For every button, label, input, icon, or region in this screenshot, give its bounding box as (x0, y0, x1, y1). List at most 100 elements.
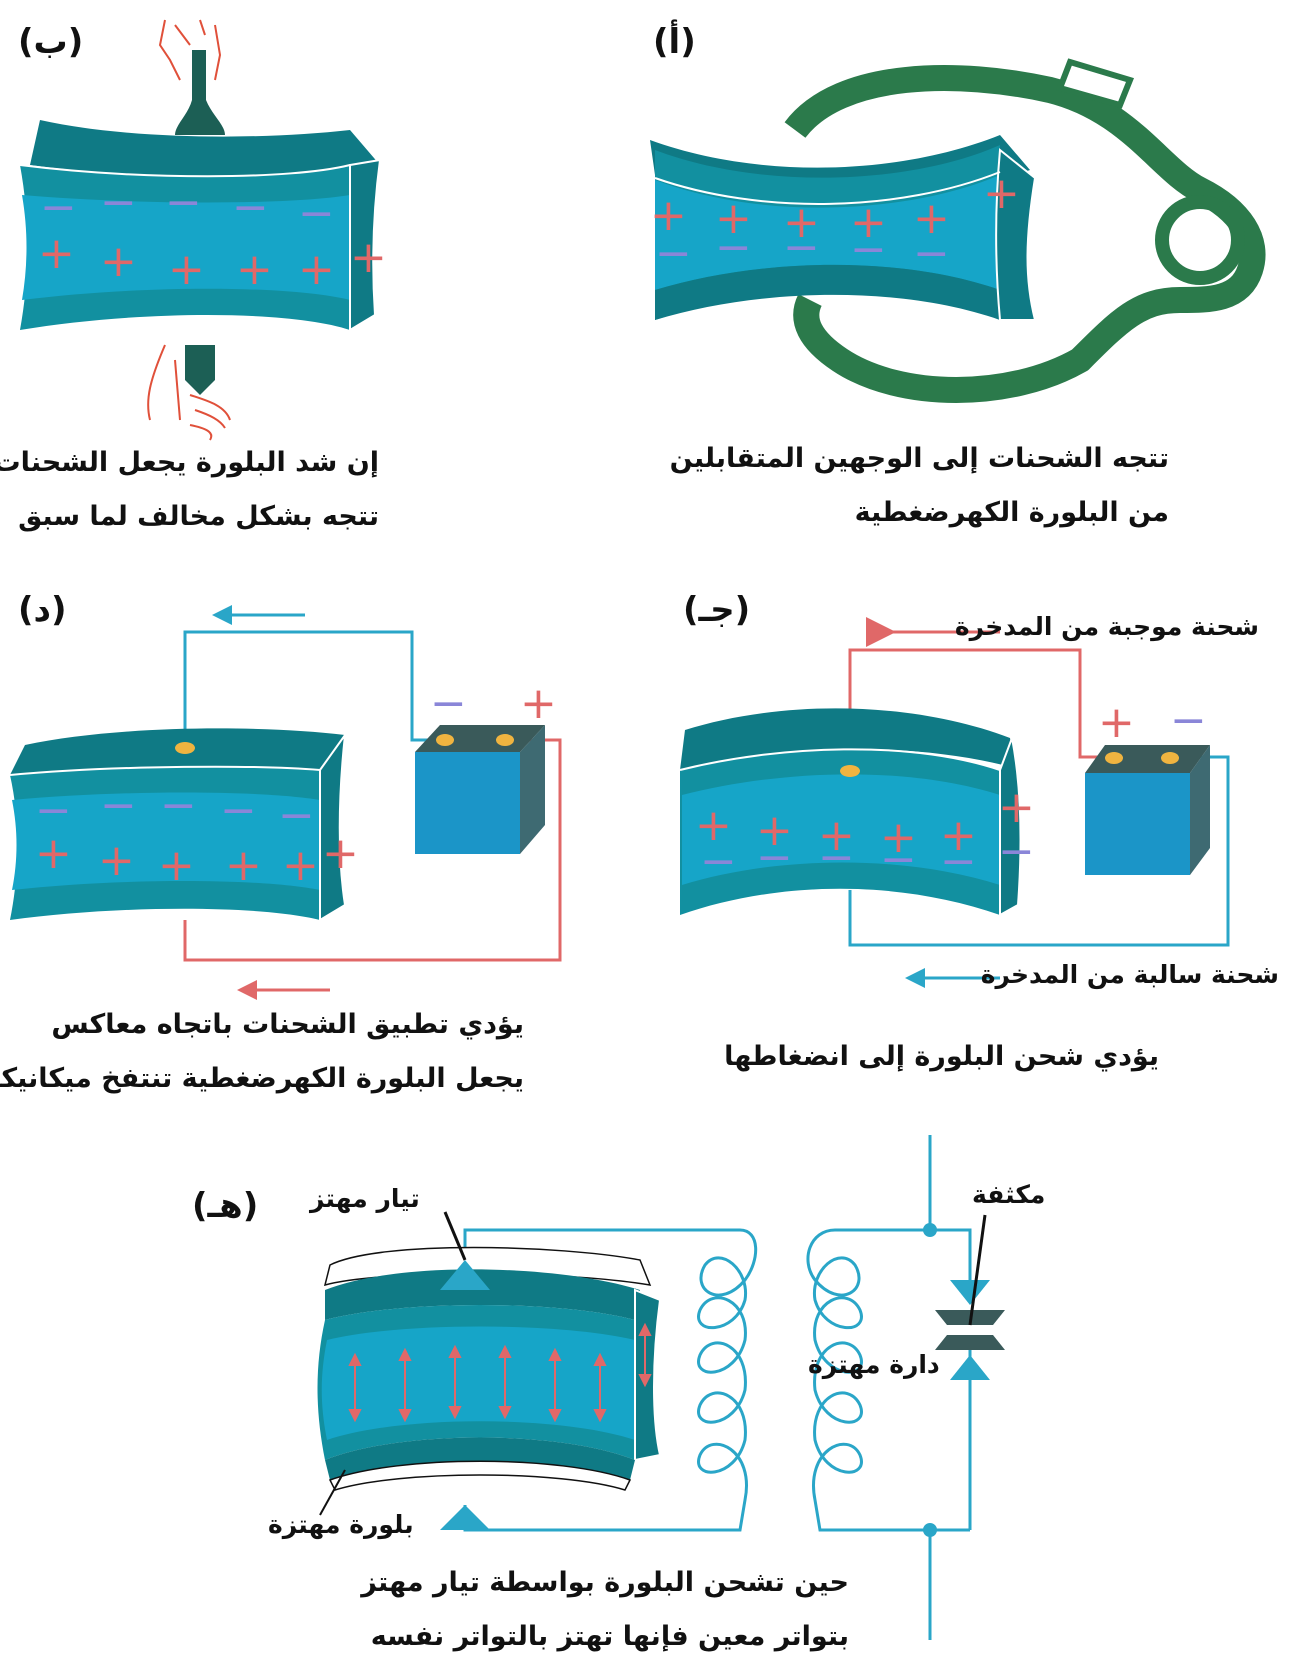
panel-c-caption: يؤدي شحن البلورة إلى انضغاطها (724, 1041, 1159, 1072)
vibrating-current-label: تيار مهتز (310, 1184, 420, 1213)
plus-charge: + (350, 232, 387, 283)
plus-charge: + (98, 835, 135, 886)
plus-charge: + (298, 244, 335, 295)
panel-b-clamps (147, 19, 231, 441)
secondary-coil (806, 1228, 970, 1532)
bottom-hand (147, 344, 231, 441)
panel-e-circuit (463, 1135, 972, 1640)
panel-d-label: (د) (18, 590, 67, 630)
plus-charge: + (818, 810, 855, 861)
oscillating-circuit-label: دارة مهتزة (808, 1350, 940, 1379)
negative-wire (183, 630, 445, 748)
plus-charge: + (650, 190, 687, 241)
plus-charge: + (913, 193, 950, 244)
minus-charge: − (220, 785, 257, 836)
positive-charge-label: شحنة موجبة من المدخرة (954, 612, 1259, 641)
wrench-notch (1056, 58, 1135, 109)
minus-charge: − (100, 177, 137, 228)
battery-minus: − (1170, 695, 1207, 746)
minus-charge: − (880, 834, 917, 885)
panel-e-caption: حين تشحن البلورة بواسطة تيار مهتز بتواتر… (361, 1556, 849, 1664)
panel-b-caption-line2: تتجه بشكل مخالف لما سبق (18, 501, 379, 532)
panel-d-caption-line2: يجعل البلورة الكهرضغطية تنتفخ ميكانيكياً (0, 1063, 524, 1094)
panel-b-caption-line1: إن شد البلورة يجعل الشحنات (0, 447, 379, 478)
plus-charge: + (880, 812, 917, 863)
minus-charge: − (165, 177, 202, 228)
minus-charge: − (700, 836, 737, 887)
minus-charge: − (35, 785, 72, 836)
plus-charge: + (322, 828, 359, 879)
panel-d-battery (415, 725, 545, 854)
panel-b-label: (ب) (18, 22, 84, 62)
plus-charge: + (940, 810, 977, 861)
minus-charge: − (818, 832, 855, 883)
wrench-hole (1155, 195, 1245, 285)
panel-d-caption: يؤدي تطبيق الشحنات باتجاه معاكس يجعل الب… (0, 998, 524, 1106)
minus-charge: − (655, 228, 692, 279)
minus-charge: − (998, 826, 1035, 877)
panel-e-label: (هـ) (192, 1186, 259, 1226)
panel-a-crystal (650, 135, 1037, 321)
plus-charge: + (35, 828, 72, 879)
panel-d-circuit (183, 605, 562, 1000)
plus-charge: + (158, 840, 195, 891)
panel-a-wrench (784, 58, 1266, 403)
battery-minus: − (430, 678, 467, 729)
caption-line1-rest: تشحن البلورة بواسطة تيار مهتز (361, 1567, 795, 1598)
minus-charge: − (232, 182, 269, 233)
panel-e-vibration-arrows (348, 1322, 652, 1423)
minus-charge: − (100, 780, 137, 831)
panel-a-label: (أ) (653, 22, 696, 62)
panel-e-caption-line1: حين تشحن البلورة بواسطة تيار مهتز (361, 1556, 849, 1610)
capacitor-label: مكثفة (972, 1180, 1046, 1209)
plus-charge: + (983, 168, 1020, 219)
plus-charge: + (850, 197, 887, 248)
panel-b-crystal (19, 120, 382, 332)
panel-d-charges: − + − − − − − + + + + + + (35, 678, 557, 891)
caption-bold-word: حين (794, 1567, 849, 1598)
panel-d-crystal (9, 728, 347, 922)
panel-c-charges: + − + + + + + + − − − − − − (695, 695, 1207, 887)
bottom-clamp (185, 345, 215, 395)
minus-charge: − (940, 836, 977, 887)
battery-plus: + (520, 678, 557, 729)
plus-charge: + (998, 782, 1035, 833)
plus-charge: + (225, 840, 262, 891)
minus-charge: − (850, 224, 887, 275)
panel-b-caption: إن شد البلورة يجعل الشحنات تتجه بشكل مخا… (0, 436, 379, 544)
plus-charge: + (756, 805, 793, 856)
panel-c-crystal (679, 708, 1022, 917)
plus-charge: + (783, 197, 820, 248)
panel-e-crystal (317, 1211, 662, 1530)
minus-charge: − (278, 790, 315, 841)
minus-charge: − (298, 188, 335, 239)
plus-charge: + (168, 244, 205, 295)
vibrating-crystal-label: بلورة مهتزة (268, 1510, 414, 1539)
negative-charge-label: شحنة سالبة من المدخرة (980, 960, 1279, 989)
panel-d-caption-line1: يؤدي تطبيق الشحنات باتجاه معاكس (51, 1009, 524, 1040)
panel-e-capacitor (923, 1214, 1005, 1537)
panel-e-caption-line2: بتواتر معين فإنها تهتز بالتواتر نفسه (370, 1621, 849, 1652)
panel-b-charges: − − − − − + + + + + + (38, 177, 387, 295)
plus-charge: + (236, 244, 273, 295)
minus-charge: − (160, 780, 197, 831)
panel-a-caption-line2: من البلورة الكهرضغطية (854, 497, 1169, 528)
top-hand (158, 19, 222, 81)
positive-wire (848, 648, 1114, 771)
minus-charge: − (715, 222, 752, 273)
panel-a-charges: + + + + + + − − − − − (650, 168, 1020, 279)
battery-plus: + (1098, 697, 1135, 748)
panel-c-label: (جـ) (683, 590, 751, 630)
plus-charge: + (715, 193, 752, 244)
primary-coil (463, 1228, 758, 1532)
plus-charge: + (38, 228, 75, 279)
minus-charge: − (913, 228, 950, 279)
plus-charge: + (100, 236, 137, 287)
panel-a-caption: تتجه الشحنات إلى الوجهين المتقابلين من ا… (670, 432, 1169, 540)
plus-charge: + (695, 800, 732, 851)
minus-charge: − (40, 182, 77, 233)
minus-charge: − (783, 222, 820, 273)
top-clamp (175, 50, 225, 135)
minus-charge: − (756, 832, 793, 883)
